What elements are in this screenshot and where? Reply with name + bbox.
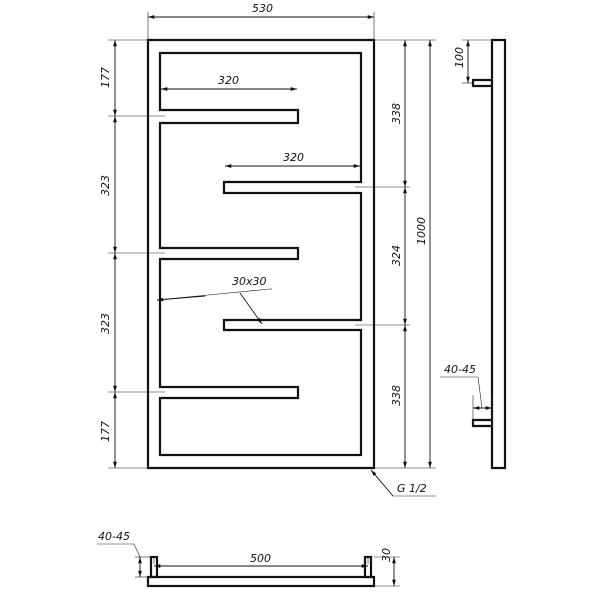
left-top-label: 177 [99, 67, 112, 88]
side-top-bracket [471, 78, 492, 88]
middle-arm-label: 320 [283, 151, 304, 164]
middle-arm-dimension: 320 [225, 151, 360, 168]
upper-arm-label: 320 [218, 74, 239, 87]
frame-inner-outline [158, 51, 363, 457]
bottom-view: 500 40-45 30 [97, 530, 400, 588]
right-mid-label: 324 [390, 245, 403, 266]
front-view [146, 38, 376, 470]
side-view: 100 40-45 [440, 38, 507, 470]
side-offset-label: 100 [453, 47, 466, 68]
tube-section-callout: 30x30 [156, 275, 272, 325]
overall-height-label: 1000 [415, 217, 428, 245]
thread-callout: G 1/2 [370, 469, 436, 497]
thread-label: G 1/2 [397, 482, 427, 495]
right-top-label: 338 [390, 103, 403, 124]
bottom-bar [146, 575, 376, 588]
side-bottom-bracket [471, 418, 492, 428]
width-label: 530 [252, 2, 273, 15]
bottom-gap-label: 40-45 [98, 530, 130, 543]
frame-outer-outline [146, 38, 376, 470]
side-profile [490, 38, 507, 470]
left-lower-label: 323 [99, 313, 112, 334]
right-bottom-label: 338 [390, 385, 403, 406]
bottom-height-label: 30 [380, 548, 393, 562]
left-upper-label: 323 [99, 175, 112, 196]
left-bottom-label: 177 [99, 421, 112, 442]
right-dimension-chain: 338 324 338 1000 [355, 39, 436, 469]
center-distance-label: 500 [250, 552, 271, 565]
side-gap-label: 40-45 [444, 363, 476, 376]
upper-arm-dimension: 320 [161, 74, 297, 91]
left-dimension-chain: 177 323 323 177 [99, 39, 165, 469]
tube-section-label: 30x30 [232, 275, 267, 288]
width-dimension: 530 [147, 2, 375, 40]
